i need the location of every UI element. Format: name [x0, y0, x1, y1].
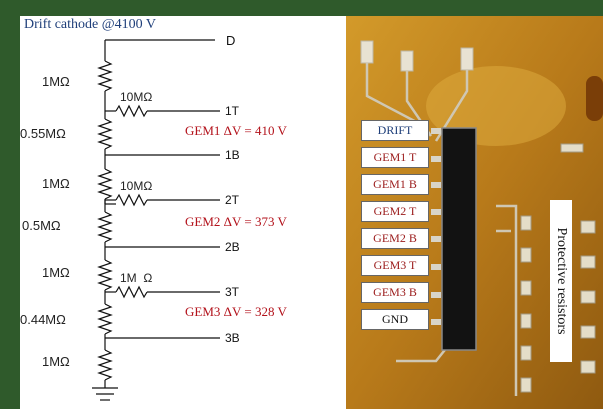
gem1-voltage: GEM1 ΔV = 410 V — [185, 123, 287, 138]
gem-connector — [441, 127, 477, 351]
node-2t: 2T — [225, 193, 240, 207]
chain-resistor-label-7: 1MΩ — [42, 354, 70, 369]
photo-label-gem3-b: GEM3 B — [361, 282, 429, 303]
photo-label-gem1-t: GEM1 T — [361, 147, 429, 168]
chain-resistor-label-6: 0.44MΩ — [20, 312, 66, 327]
chain-resistor-label-5: 1MΩ — [42, 265, 70, 280]
drift-cathode-caption: Drift cathode @4100 V — [24, 17, 156, 32]
node-1b: 1B — [225, 148, 240, 162]
chain-resistor-label-1: 1MΩ — [42, 74, 70, 89]
photo-label-drift: DRIFT — [361, 120, 429, 141]
photo-label-gem2-b: GEM2 B — [361, 228, 429, 249]
chain-resistor-3 — [97, 168, 113, 200]
photo-label-gnd: GND — [361, 309, 429, 330]
series-resistor-label-2: 10MΩ — [120, 179, 153, 193]
photo-label-gem1-b: GEM1 B — [361, 174, 429, 195]
chain-resistor-1 — [97, 60, 113, 92]
node-2b: 2B — [225, 240, 240, 254]
chain-resistor-label-3: 1MΩ — [42, 176, 70, 191]
gem3-voltage: GEM3 ΔV = 328 V — [185, 304, 287, 319]
node-d: D — [226, 33, 236, 48]
photo-label-gem3-t: GEM3 T — [361, 255, 429, 276]
series-resistor-label-1: 10MΩ — [120, 90, 153, 104]
series-resistor-2 — [115, 193, 148, 207]
node-1t: 1T — [225, 104, 240, 118]
series-resistor-1 — [115, 104, 148, 118]
photo-label-gem2-t: GEM2 T — [361, 201, 429, 222]
protective-resistors-label: Protective resistors — [554, 227, 569, 335]
series-resistor-3 — [115, 285, 148, 299]
gem2-voltage: GEM2 ΔV = 373 V — [185, 214, 287, 229]
circuit-wires — [92, 39, 220, 401]
protective-resistors-label-box: Protective resistors — [550, 200, 572, 362]
chain-resistor-4 — [97, 211, 113, 243]
chain-resistor-5 — [97, 259, 113, 291]
chain-resistor-label-2: 0.55MΩ — [20, 126, 66, 141]
node-3b: 3B — [225, 331, 240, 345]
chain-resistor-label-4: 0.5MΩ — [22, 218, 61, 233]
chain-resistor-6 — [97, 303, 113, 335]
chain-resistor-7 — [97, 349, 113, 381]
node-3t: 3T — [225, 285, 240, 299]
chain-resistor-2 — [97, 118, 113, 150]
series-resistor-label-3: 1M Ω — [120, 271, 153, 285]
voltage-divider-diagram: Drift cathode @4100 V D 1T 1B 2T 2B 3T 3… — [20, 16, 346, 409]
board-photo: DRIFT GEM1 T GEM1 B GEM2 T GEM2 B GEM3 T… — [346, 16, 603, 409]
